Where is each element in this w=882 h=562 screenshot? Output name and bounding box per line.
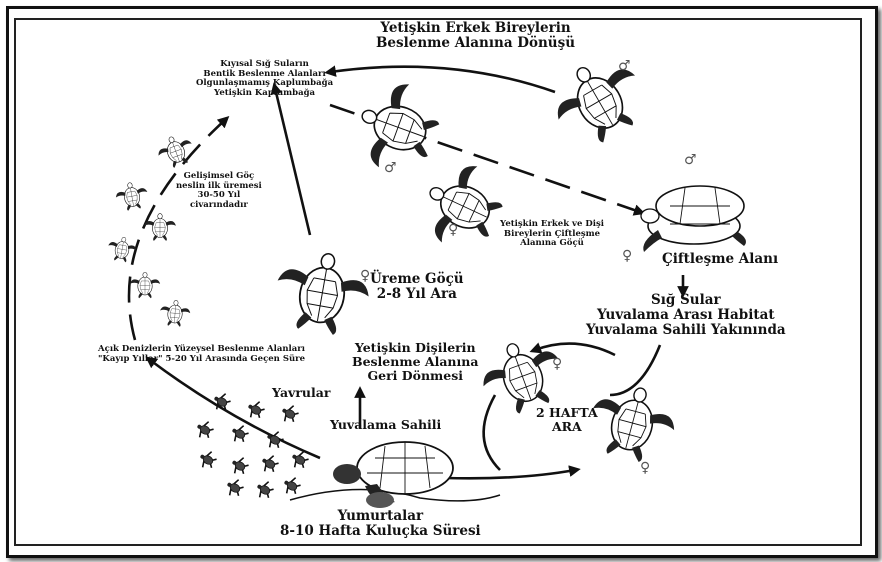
turtle-female-breeding [270, 246, 375, 340]
turtle-benthic [347, 73, 448, 182]
label-male-return: Yetişkin Erkek BireylerinBeslenme Alanın… [376, 21, 575, 51]
label-mating-area: Çiftleşme Alanı [662, 252, 778, 267]
female-symbol: ♀ [640, 460, 650, 476]
male-symbol: ♂ [618, 58, 631, 74]
female-symbol: ♀ [552, 356, 562, 372]
label-nesting-beach: Yuvalama Sahili [330, 418, 441, 432]
juvenile-turtle [130, 272, 160, 298]
label-eggs: Yumurtalar8-10 Hafta Kuluçka Süresi [280, 509, 481, 539]
male-symbol: ♂ [684, 152, 697, 168]
juvenile-turtle [159, 299, 191, 327]
label-two-weeks-interval: 2 HAFTAARA [536, 406, 598, 434]
juvenile-turtle [114, 180, 150, 212]
female-symbol: ♀ [622, 248, 632, 264]
arrow-internesting-left [484, 395, 500, 470]
female-symbol: ♀ [448, 222, 458, 238]
arrow-breeding-migration [275, 88, 310, 235]
mating-turtles [641, 186, 746, 252]
label-mating-migration: Yetişkin Erkek ve DişiBireylerin Çiftleş… [500, 220, 604, 249]
turtle-migrating-mating [413, 153, 514, 260]
arrow-male-return [330, 67, 555, 92]
label-lost-years: Açık Denizlerin Yüzeysel Beslenme Alanla… [98, 345, 305, 364]
nesting-turtle [333, 442, 453, 508]
arrow-internesting-bottom [445, 470, 575, 478]
turtle-male-top [542, 46, 656, 156]
juvenile-turtle [154, 131, 197, 171]
male-symbol: ♂ [384, 160, 397, 176]
arrow-shallow-to-nesting-cycle [610, 345, 660, 395]
label-female-return: Yetişkin DişilerinBeslenme Alanına Geri … [352, 341, 478, 383]
label-breeding-migration: Üreme Göçü2-8 Yıl Ara [370, 272, 464, 302]
label-shallow-water: Sığ SularYuvalama Arası Habitat Yuvalama… [586, 293, 786, 338]
label-hatchlings: Yavrular [272, 386, 330, 400]
female-symbol: ♀ [360, 268, 370, 284]
arrow-hatchlings-to-sea [150, 360, 320, 458]
label-developmental-migration: Gelişimsel Göçneslin ilk üremesi 30-50 Y… [176, 172, 262, 210]
label-benthic-feeding: Kıyısal Sığ SularınBentik Beslenme Alanl… [196, 60, 333, 98]
